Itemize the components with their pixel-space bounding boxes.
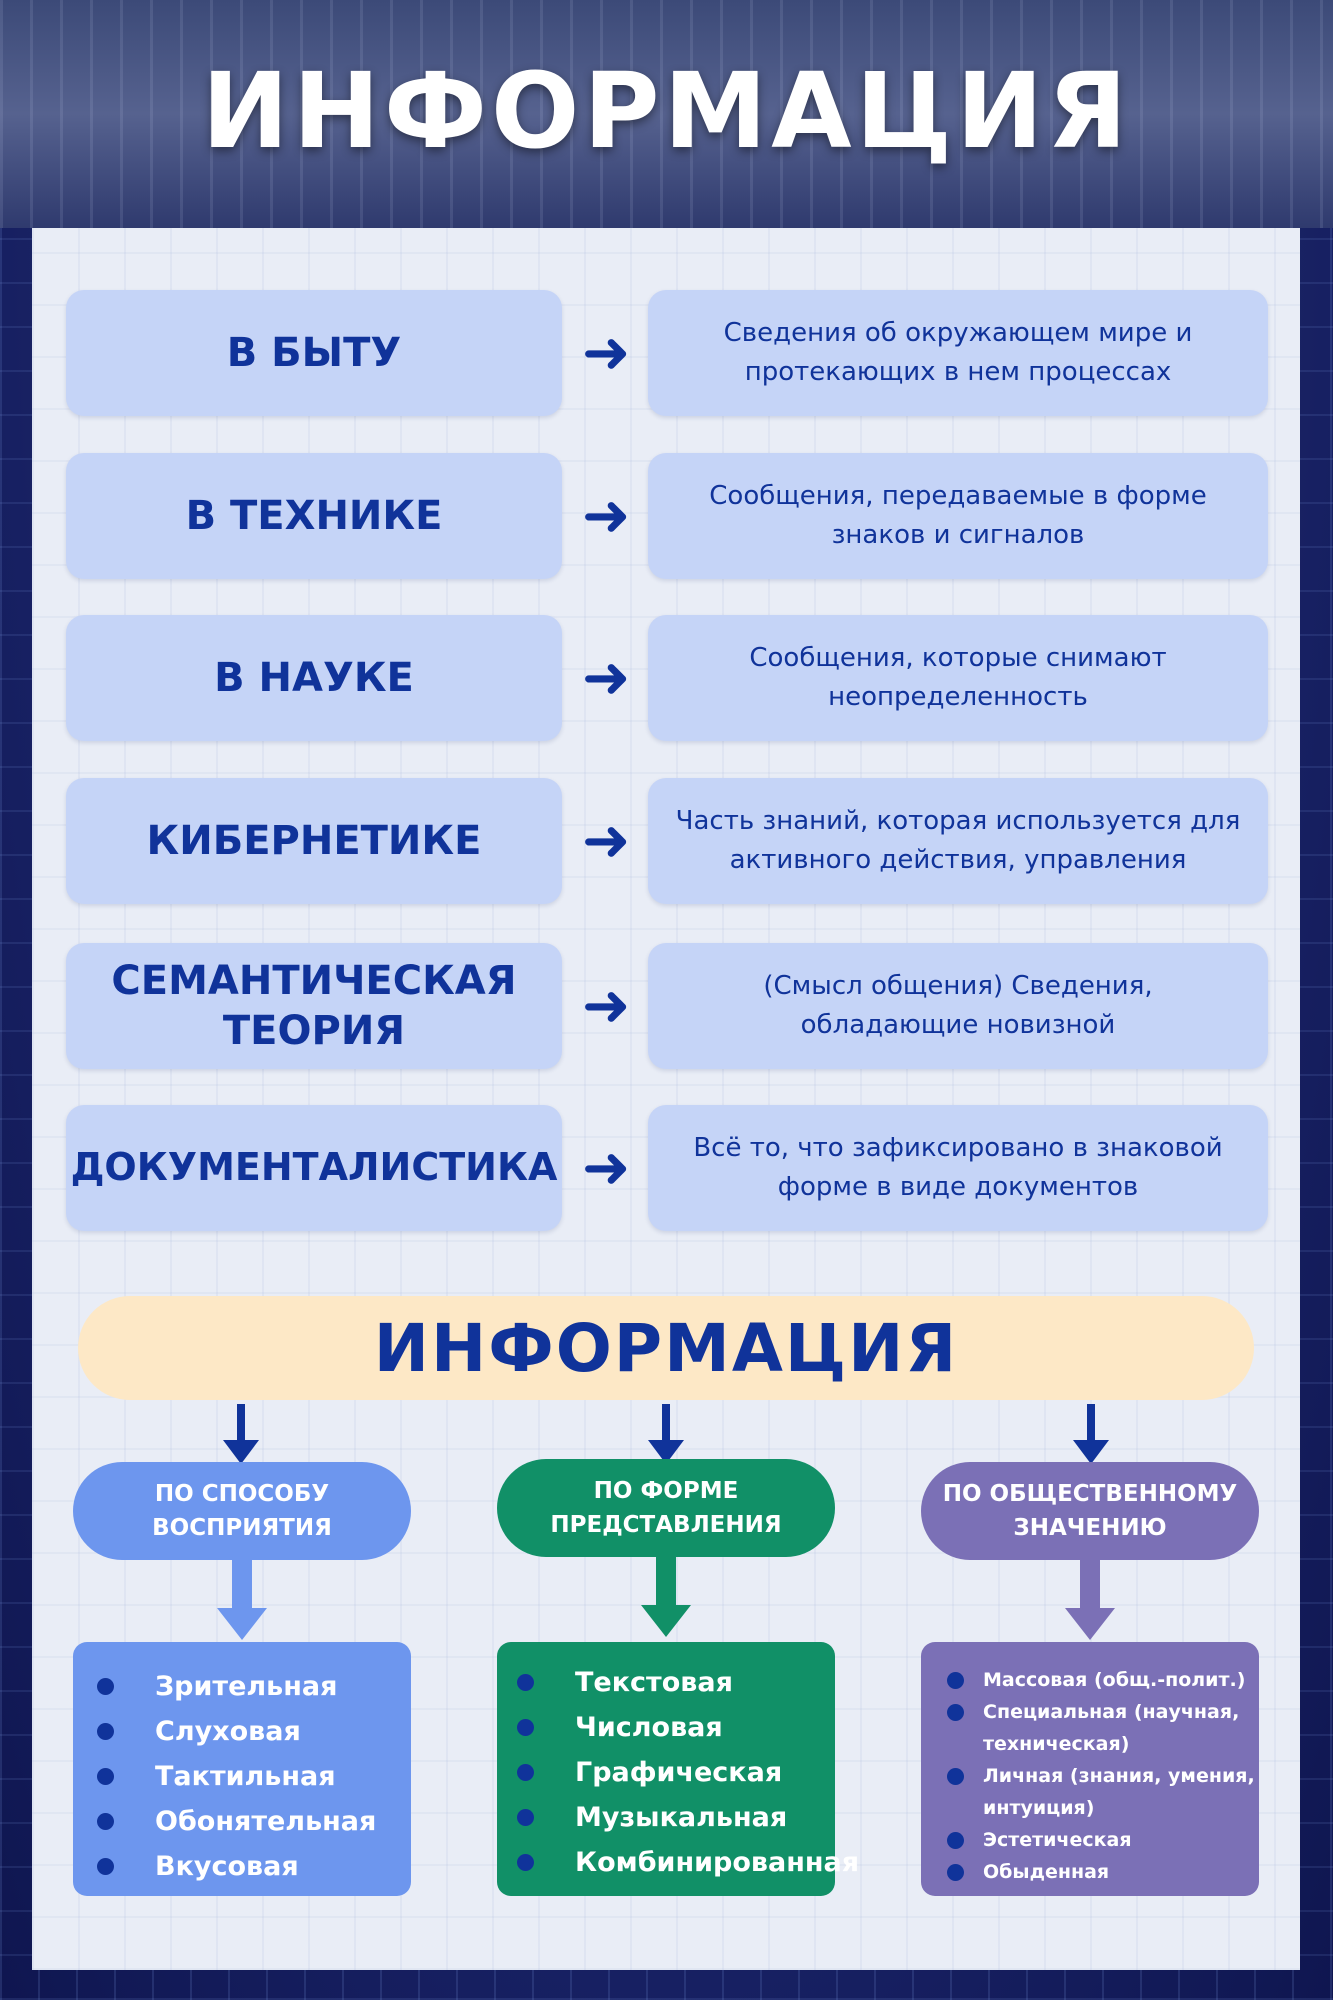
bullet-icon: [517, 1854, 534, 1871]
right-arrow-icon: ➜: [581, 806, 631, 874]
list-social: Массовая (общ.-полит.) Специальная (науч…: [921, 1642, 1259, 1896]
right-arrow-icon: ➜: [581, 643, 631, 711]
list-item: Музыкальная: [517, 1795, 835, 1840]
bullet-icon: [947, 1768, 964, 1785]
bullet-icon: [947, 1672, 964, 1689]
definition-text-everyday: Сведения об окружающем мире и протекающи…: [648, 290, 1268, 416]
bullet-icon: [947, 1832, 964, 1849]
right-arrow-icon: ➜: [581, 971, 631, 1039]
bullet-icon: [97, 1678, 114, 1695]
down-arrow-icon: [223, 1404, 259, 1464]
list-item: Обыденная: [947, 1856, 1259, 1888]
list-item: Эстетическая: [947, 1824, 1259, 1856]
definition-area-documentation: ДОКУМЕНТАЛИСТИКА: [66, 1105, 562, 1231]
list-item: Вкусовая: [97, 1844, 411, 1889]
definition-text-documentation: Всё то, что зафиксировано в знаковой фор…: [648, 1105, 1268, 1231]
bullet-icon: [947, 1864, 964, 1881]
right-arrow-icon: ➜: [581, 1133, 631, 1201]
definition-area-cybernetics: КИБЕРНЕТИКЕ: [66, 778, 562, 904]
list-item: Тактильная: [97, 1754, 411, 1799]
information-banner: ИНФОРМАЦИЯ: [78, 1296, 1254, 1400]
bullet-icon: [97, 1813, 114, 1830]
header-banner: ИНФОРМАЦИЯ: [0, 0, 1333, 228]
down-arrow-icon: [1073, 1404, 1109, 1464]
definition-text-cybernetics: Часть знаний, которая используется для а…: [648, 778, 1268, 904]
list-item: Обонятельная: [97, 1799, 411, 1844]
bullet-icon: [517, 1764, 534, 1781]
down-arrow-icon: [217, 1560, 267, 1640]
list-perception: Зрительная Слуховая Тактильная Обонятель…: [73, 1642, 411, 1896]
list-item: Зрительная: [97, 1664, 411, 1709]
right-arrow-icon: ➜: [581, 318, 631, 386]
list-item: Комбинированная: [517, 1840, 859, 1885]
definition-area-semantic: СЕМАНТИЧЕСКАЯ ТЕОРИЯ: [66, 943, 562, 1069]
page-title: ИНФОРМАЦИЯ: [201, 50, 1132, 172]
definition-area-science: В НАУКЕ: [66, 615, 562, 741]
right-arrow-icon: ➜: [581, 481, 631, 549]
list-item: Массовая (общ.-полит.): [947, 1664, 1259, 1696]
bullet-icon: [517, 1674, 534, 1691]
list-form: Текстовая Числовая Графическая Музыкальн…: [497, 1642, 859, 1896]
list-item: Числовая: [517, 1705, 835, 1750]
definition-text-technology: Сообщения, передаваемые в форме знаков и…: [648, 453, 1268, 579]
down-arrow-icon: [1065, 1560, 1115, 1640]
bullet-icon: [97, 1858, 114, 1875]
category-social: ПО ОБЩЕСТВЕННОМУ ЗНАЧЕНИЮ: [921, 1462, 1259, 1560]
bullet-icon: [517, 1809, 534, 1826]
definition-text-semantic: (Смысл общения) Сведения, обладающие нов…: [648, 943, 1268, 1069]
bullet-icon: [947, 1704, 964, 1721]
definition-area-technology: В ТЕХНИКЕ: [66, 453, 562, 579]
definition-text-science: Сообщения, которые снимают неопределенно…: [648, 615, 1268, 741]
bullet-icon: [97, 1723, 114, 1740]
bullet-icon: [517, 1719, 534, 1736]
list-item: Личная (знания, умения, интуиция): [947, 1760, 1259, 1824]
down-arrow-icon: [648, 1404, 684, 1464]
list-item: Графическая: [517, 1750, 835, 1795]
category-form: ПО ФОРМЕ ПРЕДСТАВЛЕНИЯ: [497, 1459, 835, 1557]
list-item: Слуховая: [97, 1709, 411, 1754]
list-item: Текстовая: [517, 1660, 835, 1705]
definition-area-everyday: В БЫТУ: [66, 290, 562, 416]
list-item: Специальная (научная, техническая): [947, 1696, 1259, 1760]
category-perception: ПО СПОСОБУ ВОСПРИЯТИЯ: [73, 1462, 411, 1560]
bullet-icon: [97, 1768, 114, 1785]
down-arrow-icon: [641, 1557, 691, 1637]
